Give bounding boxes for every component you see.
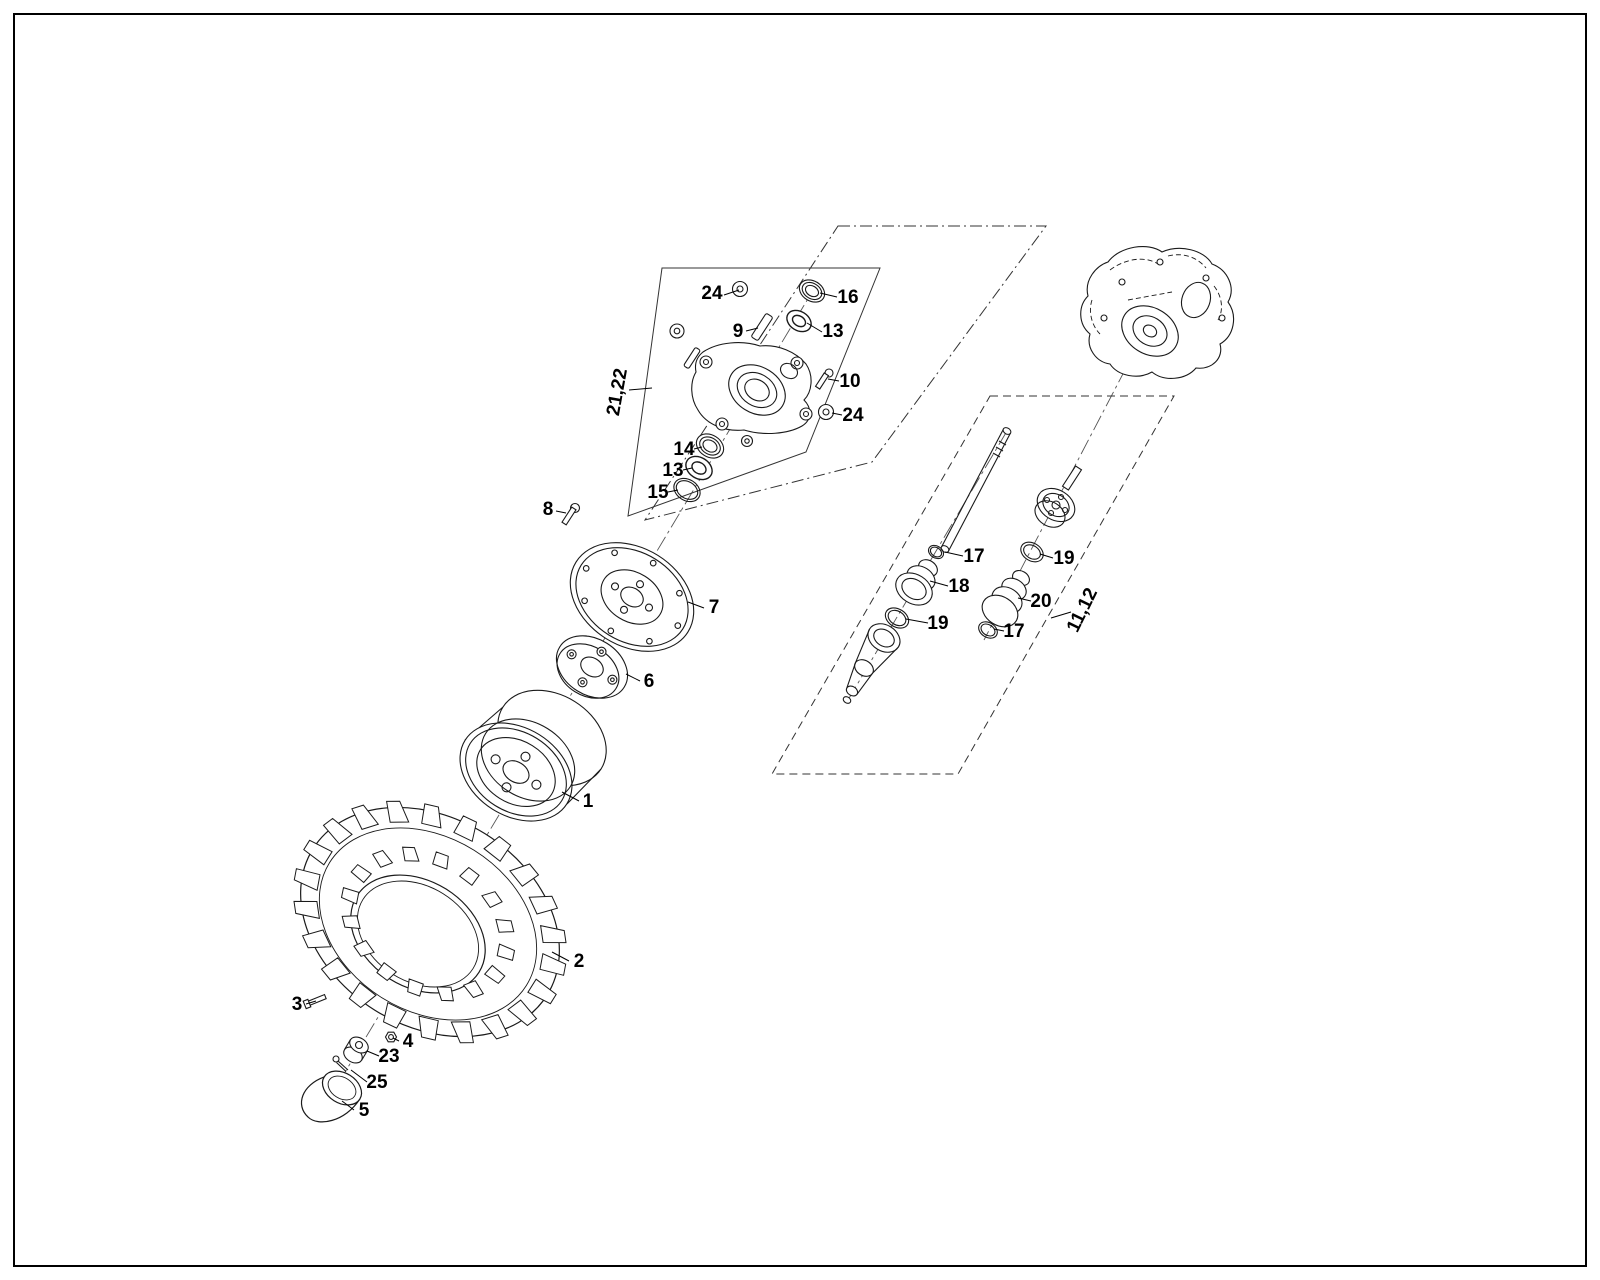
snap-ring [673,477,701,503]
knuckle-bearing-housing [691,342,813,435]
callout-7: 7 [687,597,720,618]
callout-17-b: 17 [993,621,1025,642]
callout-label: 25 [366,1072,388,1093]
callout-label: 14 [673,439,695,460]
callout-19-b: 19 [905,613,949,634]
oil-seal [786,309,812,333]
callout-label: 13 [822,321,843,342]
washer [817,403,835,421]
callout-label: 7 [709,597,720,618]
callout-label: 15 [647,482,669,503]
callout-label: 20 [1030,591,1051,612]
callout-1: 1 [561,791,594,812]
callout-13-b: 13 [662,460,693,481]
callout-24-b: 24 [831,405,864,426]
outer-cv-boot [981,569,1030,628]
callout-14: 14 [673,439,703,460]
dust-cap [300,1070,363,1123]
cotter-pin [332,1055,349,1072]
bolt [814,368,834,390]
callout-label: 16 [837,287,858,308]
callout-label: 19 [927,613,948,634]
tire-tread-lugs [293,800,567,1044]
pivot-pin [669,313,773,369]
callout-8: 8 [543,499,567,520]
callout-label: 9 [733,321,744,342]
washer [731,280,749,298]
callout-label: 17 [963,546,984,567]
callout-16: 16 [819,287,859,308]
callout-13-a: 13 [806,321,844,342]
washer [740,434,754,448]
tire [293,800,567,1044]
rear-differential [1080,246,1235,379]
outer-cv-joint [1034,465,1083,528]
callout-20: 20 [1017,591,1052,612]
callout-label: 19 [1053,548,1074,569]
boundary-axle-dashed [771,395,1175,775]
boundary-knuckle-solid [627,267,881,517]
callout-label: 2 [574,951,585,972]
circlip [1020,541,1044,563]
callout-19-a: 19 [1039,548,1075,569]
callout-2: 2 [551,951,585,972]
callout-label: 17 [1003,621,1024,642]
callout-label: 3 [292,994,303,1015]
castle-nut [343,1036,369,1064]
brake-disc [569,542,695,652]
callout-18: 18 [929,576,970,597]
callout-23: 23 [366,1046,400,1067]
oil-seal [685,455,713,481]
callout-5: 5 [341,1100,370,1121]
callout-label: 6 [644,671,655,692]
boot-clamp [927,544,945,560]
bearing [798,279,826,303]
callout-label: 10 [839,371,860,392]
cv-axle-assembly [842,427,1083,704]
callout-9: 9 [733,321,759,342]
callout-15: 15 [647,482,679,503]
callout-17-a: 17 [944,546,985,567]
spacer-ring [884,607,910,629]
callout-label: 4 [403,1031,414,1052]
drive-shaft [940,427,1012,553]
boot-clamp [978,621,998,639]
inner-cv-joint [842,623,901,704]
callout-label: 24 [842,405,864,426]
callout-label: 13 [662,460,683,481]
callout-label: 1 [583,791,594,812]
callout-label: 24 [701,283,723,304]
callout-label: 23 [378,1046,399,1067]
callout-25: 25 [350,1069,388,1093]
callout-label: 18 [948,576,969,597]
inner-cv-boot [895,559,938,606]
page-border [13,13,1587,1267]
callout-10: 10 [827,371,861,392]
bearing [695,433,725,459]
wheel-hub [555,635,629,699]
callout-4: 4 [392,1031,414,1052]
callout-label: 5 [359,1100,370,1121]
bolt [561,502,581,526]
callout-24-a: 24 [701,283,740,304]
callout-label: 8 [543,499,554,520]
callout-3: 3 [292,994,317,1015]
callout-6: 6 [625,671,655,692]
wheel-rim [459,689,607,822]
hex-nut [384,1031,398,1043]
